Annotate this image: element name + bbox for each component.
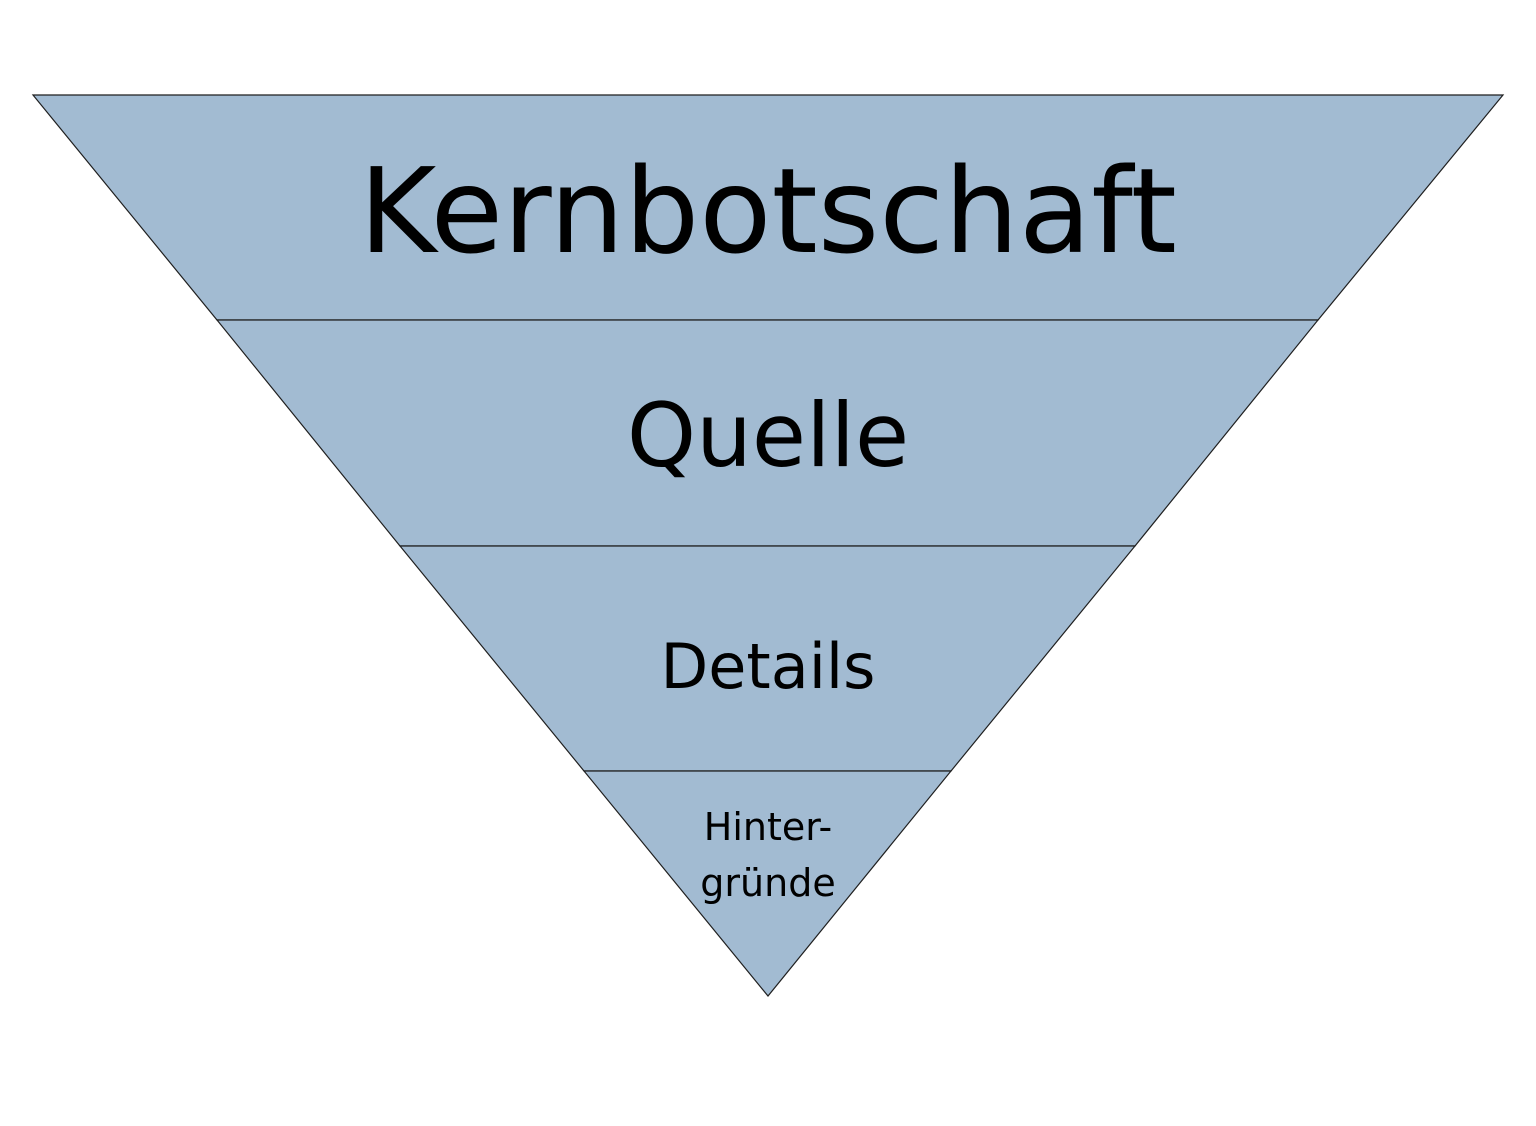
label-kernbotschaft: Kernbotschaft — [359, 142, 1177, 280]
label-hintergruende-line-1: Hinter- — [704, 805, 832, 849]
label-details: Details — [661, 630, 876, 703]
label-hintergruende-line-2: gründe — [700, 861, 835, 905]
label-quelle: Quelle — [627, 384, 909, 487]
layer-hintergruende — [582, 770, 953, 997]
